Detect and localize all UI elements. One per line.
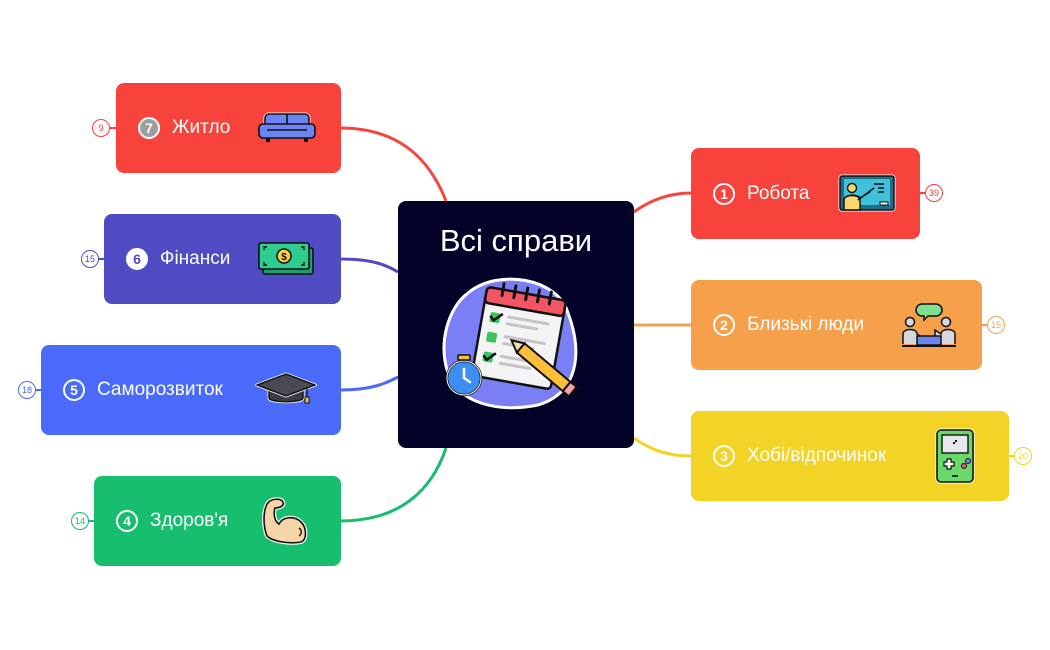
branch-zdorovia[interactable]: 4 Здоров'я xyxy=(94,476,341,566)
graduation-cap-icon xyxy=(255,372,317,408)
money-bill-icon: $ xyxy=(257,241,315,277)
badge-connector xyxy=(919,192,927,194)
task-count-badge-zhytlo[interactable]: 9 xyxy=(92,119,110,137)
branch-number: 4 xyxy=(116,510,138,532)
branch-label: Близькі люди xyxy=(747,314,864,335)
branch-number: 2 xyxy=(713,314,735,336)
task-count-badge-hobi-vidpochynok[interactable]: 20 xyxy=(1014,447,1032,465)
branch-label: Здоров'я xyxy=(150,510,229,531)
branch-label: Житло xyxy=(172,117,231,138)
task-count-badge-robota[interactable]: 39 xyxy=(925,184,943,202)
central-topic[interactable]: Всі справи xyxy=(398,201,634,448)
central-topic-title: Всі справи xyxy=(439,223,593,258)
branch-label: Робота xyxy=(747,182,810,204)
sofa-icon xyxy=(257,110,317,146)
gameboy-icon xyxy=(935,428,975,484)
badge-connector xyxy=(1008,455,1016,457)
task-count-badge-finansy[interactable]: 15 xyxy=(81,250,99,268)
task-count-badge-samorozvytok[interactable]: 18 xyxy=(18,381,36,399)
branch-number: 7 xyxy=(138,117,160,139)
badge-connector xyxy=(35,389,43,391)
branch-samorozvytok[interactable]: 5 Саморозвиток xyxy=(41,345,341,435)
branch-label: Хобі/відпочинок xyxy=(747,445,887,466)
flexed-bicep-icon xyxy=(261,496,311,546)
task-count-badge-blyzki-liudy[interactable]: 15 xyxy=(987,316,1005,334)
people-chat-icon xyxy=(900,300,958,350)
branch-label: Саморозвиток xyxy=(97,379,223,400)
task-count-badge-zdorovia[interactable]: 14 xyxy=(71,512,89,530)
branch-number: 6 xyxy=(126,248,148,270)
badge-connector xyxy=(87,520,95,522)
branch-number: 5 xyxy=(63,379,85,401)
branch-finansy[interactable]: 6 Фінанси $ xyxy=(104,214,341,304)
branch-robota[interactable]: 1 Робота xyxy=(691,148,920,239)
badge-connector xyxy=(98,258,106,260)
badge-connector xyxy=(981,324,989,326)
svg-text:$: $ xyxy=(281,252,287,263)
branch-zhytlo[interactable]: 7 Житло xyxy=(116,83,341,173)
branch-hobi-vidpochynok[interactable]: 3 Хобі/відпочинок xyxy=(691,411,1009,501)
teacher-board-icon xyxy=(838,174,896,214)
branch-number: 1 xyxy=(713,182,735,205)
badge-connector xyxy=(107,127,117,129)
branch-blyzki-liudy[interactable]: 2 Близькі люди xyxy=(691,280,982,370)
checklist-calendar-pencil-clock-icon xyxy=(438,273,598,418)
branch-number: 3 xyxy=(713,445,735,467)
branch-label: Фінанси xyxy=(160,248,231,269)
